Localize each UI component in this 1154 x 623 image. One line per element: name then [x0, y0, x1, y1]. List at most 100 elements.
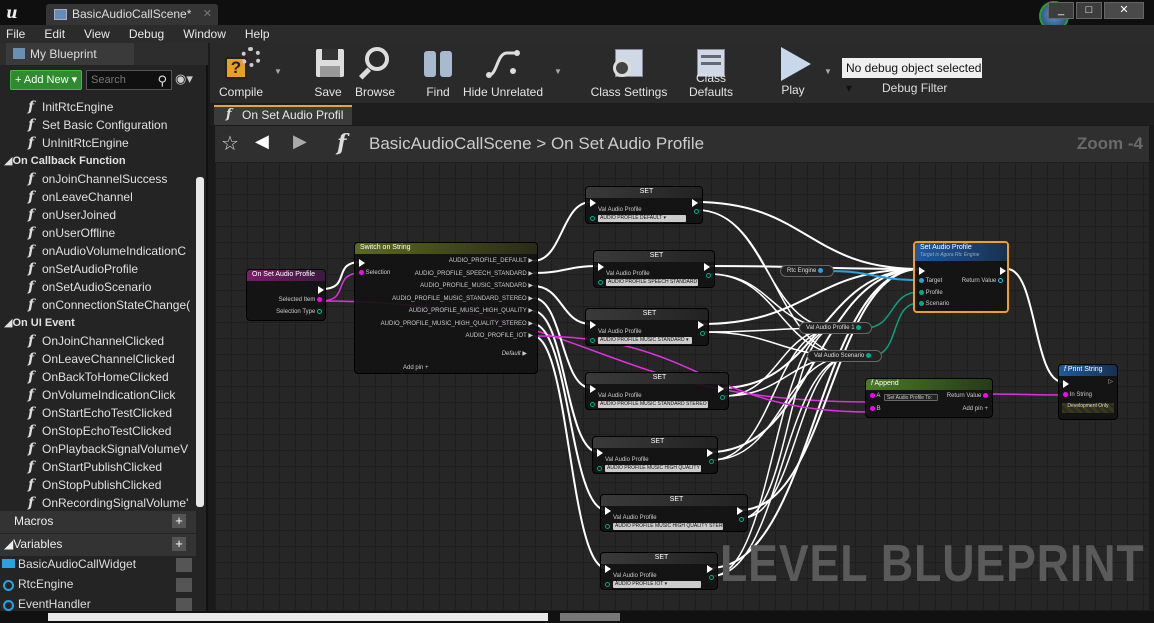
save-button[interactable]: Save [310, 45, 346, 101]
exec-out-pin[interactable] [737, 507, 743, 515]
scenario-pin[interactable]: Scenario [919, 301, 949, 307]
selected-item-pin[interactable]: Selected Item [279, 297, 322, 303]
audio-profile-select[interactable]: AUDIO PROFILE IOT ▾ [613, 581, 701, 588]
list-scrollbar[interactable] [196, 177, 204, 507]
category-header[interactable]: ◢On UI Event [4, 317, 75, 329]
in-string-pin[interactable]: In String [1063, 392, 1092, 398]
value-out-pin[interactable] [709, 575, 714, 580]
set-audio-profile-node[interactable]: Set Audio Profile Target is Agora Rtc En… [913, 241, 1009, 313]
hide-unrelated-options-icon[interactable]: ▼ [554, 67, 562, 76]
variable-rtcengine[interactable]: RtcEngine [0, 575, 196, 595]
exec-in-pin[interactable] [598, 263, 604, 271]
audio-profile-select[interactable]: AUDIO PROFILE DEFAULT ▾ [598, 215, 686, 222]
search-input[interactable]: Search ⚲ [86, 70, 172, 90]
switch-output-pin[interactable]: AUDIO_PROFILE_MUSIC_STANDARD_STEREO ▶ [392, 295, 533, 302]
compile-button[interactable]: ? Compile [216, 45, 266, 101]
add-pin-button[interactable]: Add pin + [962, 406, 988, 412]
value-in-pin[interactable] [597, 466, 602, 471]
favorite-star-icon[interactable]: ☆ [221, 133, 239, 155]
document-tab[interactable]: BasicAudioCallScene* ✕ [46, 4, 218, 25]
exec-in-pin[interactable] [1063, 380, 1069, 388]
event-node-on-set-audio-profile[interactable]: On Set Audio Profile Selected Item Selec… [246, 269, 326, 321]
switch-output-pin[interactable]: AUDIO_PROFILE_DEFAULT ▶ [448, 258, 533, 264]
exec-out-pin[interactable] [318, 286, 324, 294]
add-variable-button[interactable]: + [172, 537, 186, 551]
maximize-button[interactable]: □ [1076, 2, 1102, 19]
menu-window[interactable]: Window [183, 27, 226, 41]
exec-out-pin[interactable] [707, 565, 713, 573]
find-button[interactable]: Find [418, 45, 458, 101]
exec-in-pin[interactable] [605, 565, 611, 573]
audio-profile-select[interactable]: AUDIO PROFILE MUSIC STANDARD ▾ [598, 337, 692, 344]
menu-view[interactable]: View [84, 27, 110, 41]
add-macro-button[interactable]: + [172, 514, 186, 528]
value-out-pin[interactable] [709, 459, 714, 464]
class-defaults-button[interactable]: Class Defaults [674, 45, 748, 101]
class-settings-button[interactable]: Class Settings [590, 45, 668, 101]
horizontal-scrollbar[interactable] [48, 613, 548, 621]
category-header[interactable]: ◢On Callback Function [4, 155, 126, 167]
value-out-pin[interactable] [706, 273, 711, 278]
forward-arrow-icon[interactable]: ▶ [293, 131, 307, 151]
view-options-icon[interactable]: ◉▾ [175, 71, 193, 86]
exec-out-pin[interactable] [1000, 267, 1006, 275]
append-return-pin[interactable]: Return Value [947, 393, 988, 399]
scroll-thumb[interactable] [560, 613, 620, 621]
value-out-pin[interactable] [720, 395, 725, 400]
close-window-button[interactable]: ✕ [1104, 2, 1144, 19]
menu-edit[interactable]: Edit [44, 27, 66, 41]
menu-file[interactable]: File [6, 27, 26, 41]
minimize-button[interactable]: _ [1048, 2, 1074, 19]
value-in-pin[interactable] [605, 582, 610, 587]
value-in-pin[interactable] [590, 402, 595, 407]
selection-pin[interactable]: Selection [359, 270, 390, 276]
exec-in-pin[interactable] [590, 199, 596, 207]
exec-in-pin[interactable] [919, 267, 925, 275]
value-in-pin[interactable] [605, 524, 610, 529]
menu-help[interactable]: Help [244, 27, 270, 41]
switch-on-string-node[interactable]: Switch on String Selection AUDIO_PROFILE… [354, 242, 538, 374]
audio-profile-select[interactable]: AUDIO PROFILE MUSIC HIGH QUALITY ▾ [605, 465, 701, 472]
exec-in-pin[interactable] [359, 259, 365, 267]
default-pin[interactable]: Default ▶ [501, 351, 527, 357]
macros-section[interactable]: Macros + [0, 511, 196, 533]
append-b-pin[interactable]: B [870, 406, 881, 412]
return-value-pin[interactable]: Return Value [962, 278, 1003, 284]
selection-type-pin[interactable]: Selection Type [276, 309, 322, 315]
audio-profile-select[interactable]: AUDIO PROFILE SPEECH STANDARD ▾ [606, 279, 698, 286]
value-in-pin[interactable] [590, 338, 595, 343]
exec-out-pin[interactable] [707, 449, 713, 457]
exec-in-pin[interactable] [605, 507, 611, 515]
add-new-button[interactable]: + Add New ▾ [10, 70, 82, 90]
variables-section[interactable]: ◢Variables + [0, 534, 196, 556]
variable-eventhandler[interactable]: EventHandler [0, 595, 196, 615]
play-button[interactable]: Play [770, 45, 816, 101]
target-pin[interactable]: Target [919, 278, 942, 284]
exec-in-pin[interactable] [590, 321, 596, 329]
value-in-pin[interactable] [598, 280, 603, 285]
variable-widget[interactable]: BasicAudioCallWidget [0, 555, 196, 575]
switch-output-pin[interactable]: AUDIO_PROFILE_MUSIC_HIGH_QUALITY ▶ [408, 308, 533, 314]
switch-output-pin[interactable]: AUDIO_PROFILE_IOT ▶ [465, 333, 533, 339]
visibility-toggle[interactable] [176, 598, 192, 612]
compile-options-icon[interactable]: ▼ [274, 67, 282, 76]
